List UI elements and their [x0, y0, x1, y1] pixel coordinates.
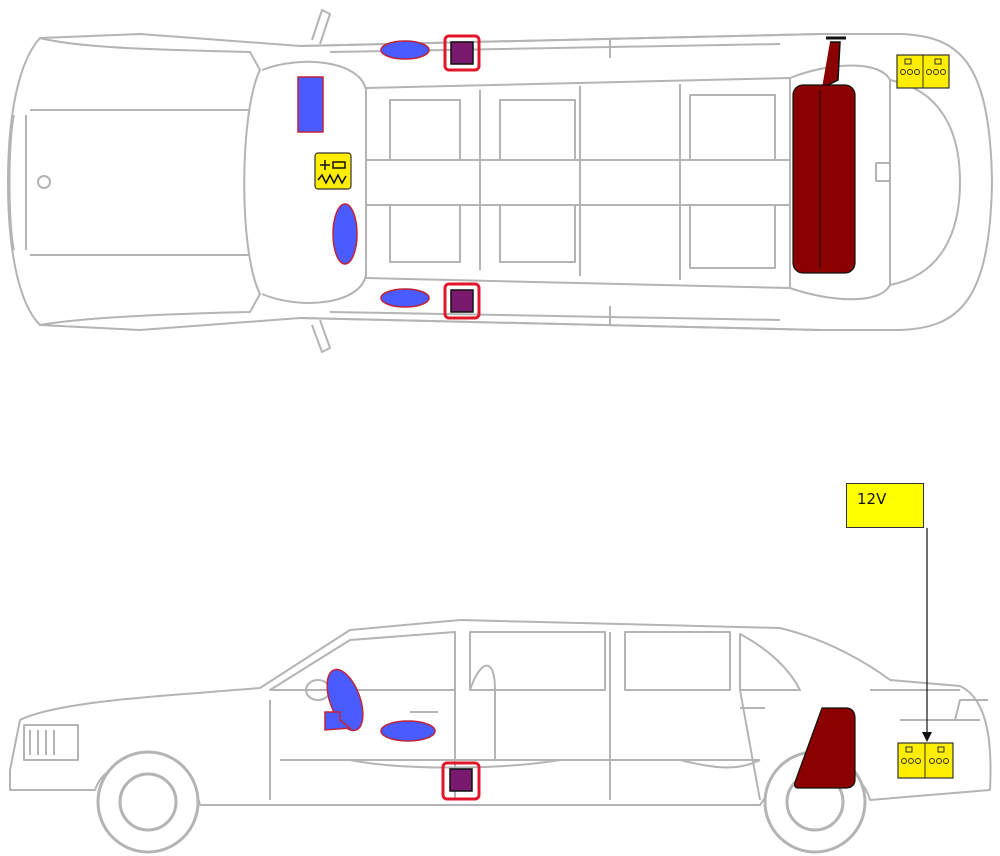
front-airbag-passenger [297, 76, 324, 133]
b-pillar-sensor-side [441, 761, 481, 801]
top-view-car [7, 9, 993, 353]
door-airbag-side [380, 720, 436, 742]
b-pillar-sensor-right [443, 282, 481, 320]
seatbelt-tensioner [314, 152, 352, 190]
side-airbag-right [380, 288, 430, 308]
battery-callout-label: 12V [846, 483, 924, 528]
fuel-tank [792, 36, 856, 274]
side-airbag-front-side [324, 668, 364, 732]
fuel-tank-side [794, 707, 856, 789]
b-pillar-sensor-left [443, 34, 481, 72]
battery-12v [896, 54, 950, 89]
side-airbag-left [380, 40, 430, 60]
front-airbag-driver [332, 203, 358, 265]
callout-leader [922, 528, 932, 742]
battery-12v-side [897, 742, 954, 779]
